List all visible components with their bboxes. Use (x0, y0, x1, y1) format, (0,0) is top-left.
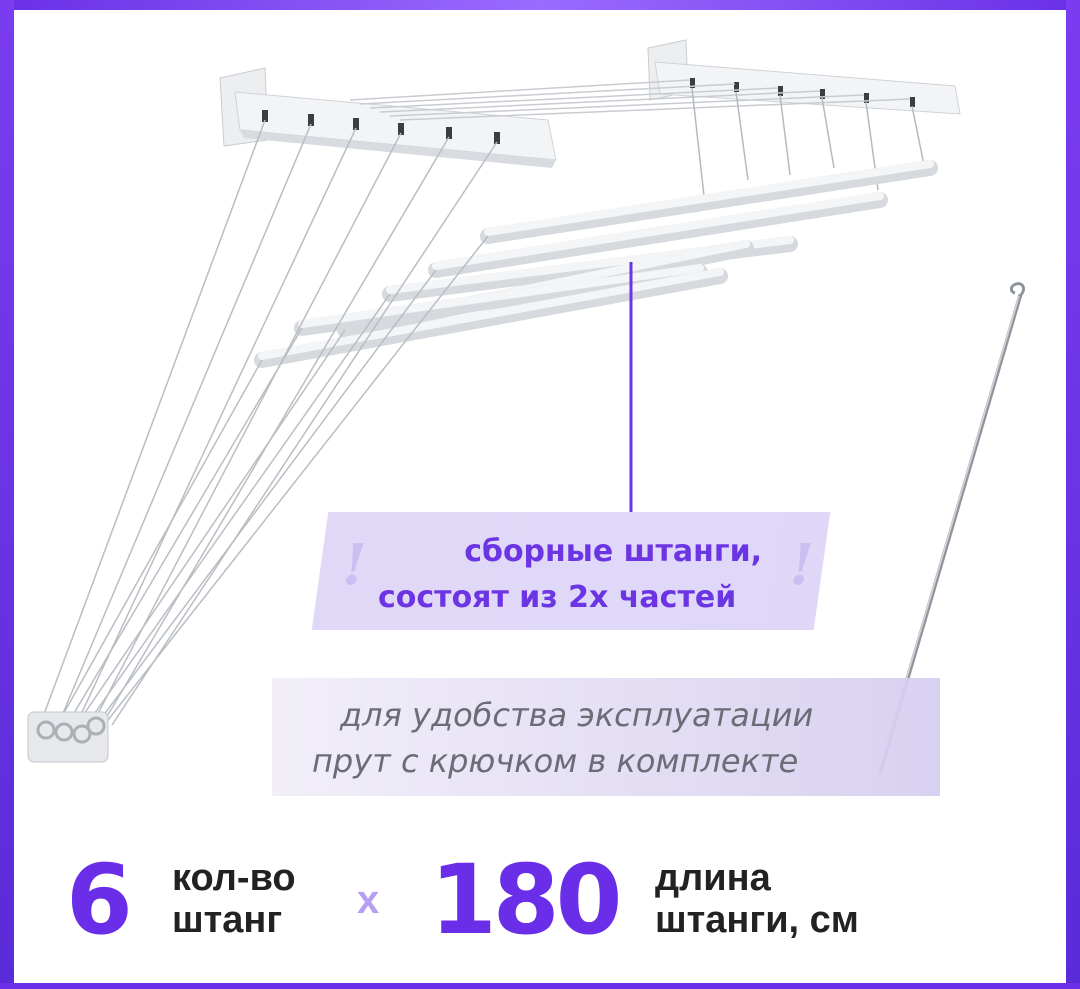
frame-left-border (0, 0, 14, 989)
multiply-sign: x (357, 878, 380, 922)
rod-length-value: 180 (430, 844, 622, 956)
rod-length-label-line1: длина (655, 857, 771, 899)
cord-cleat (27, 711, 109, 763)
callout-assembled-rods: ! сборные штанги, состоят из 2х частей ! (311, 512, 831, 630)
callout-hook-rod: для удобства эксплуатации прут с крючком… (272, 678, 940, 796)
exclamation-icon: ! (789, 532, 814, 598)
rod-length-label-line2: штанги, см (655, 899, 859, 941)
frame-top-border (0, 0, 1080, 10)
callout-hook-rod-line2: прут с крючком в комплекте (312, 742, 799, 780)
frame-right-border (1066, 0, 1080, 989)
callout-hook-rod-line1: для удобства эксплуатации (340, 696, 814, 734)
callout-assembled-rods-line1: сборные штанги, (464, 534, 762, 569)
rod-count-label-line2: штанг (172, 899, 283, 941)
rod-count-label-line1: кол-во (172, 857, 296, 899)
callout-assembled-rods-line2: состоят из 2х частей (378, 580, 737, 615)
right-bracket (647, 39, 961, 115)
exclamation-icon: ! (342, 532, 367, 598)
rod-count-value: 6 (66, 844, 133, 956)
left-bracket (219, 67, 557, 168)
frame-bottom-border (0, 983, 1080, 989)
